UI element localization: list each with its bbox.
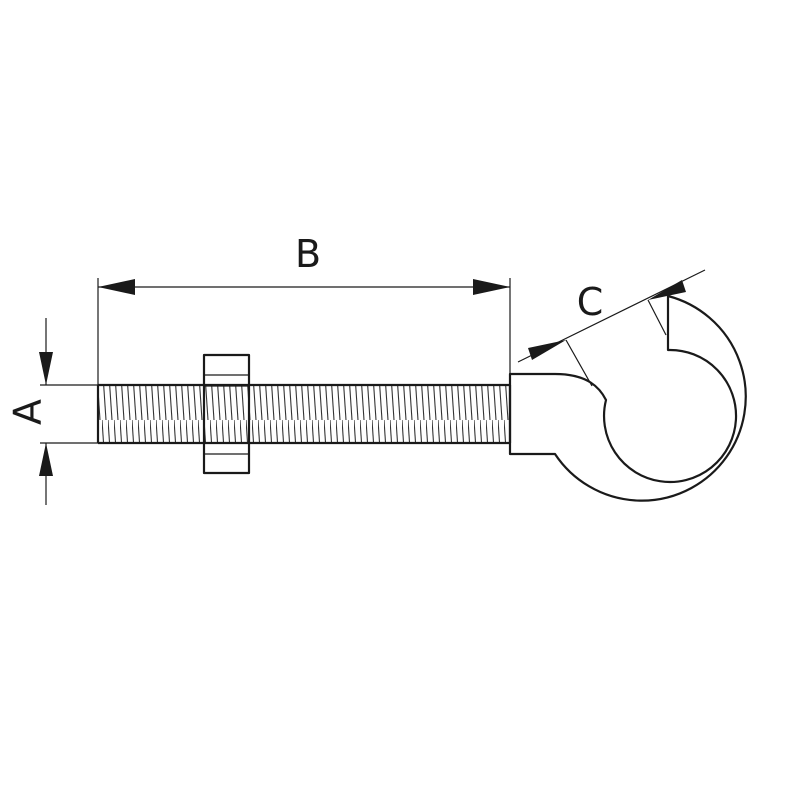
- hook: [508, 294, 747, 502]
- dimension-a-label: A: [6, 399, 50, 425]
- dimension-b-label: B: [295, 232, 321, 276]
- dimension-c-label: C: [577, 280, 604, 324]
- threaded-shank: [96, 383, 512, 445]
- dimension-b: B: [97, 232, 511, 385]
- dimension-a: A: [6, 318, 98, 505]
- dimension-c: C: [517, 269, 706, 387]
- hex-nut: [202, 353, 251, 475]
